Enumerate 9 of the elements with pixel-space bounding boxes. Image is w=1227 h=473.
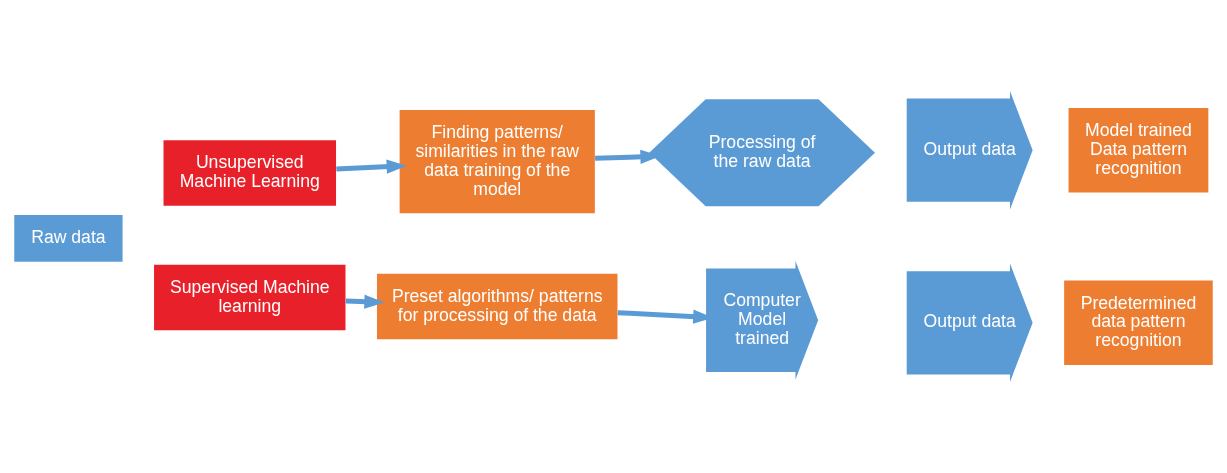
node-box: Predetermined data pattern recognition (1064, 280, 1213, 365)
arrow (336, 159, 407, 174)
node-box: Model trained Data pattern recognition (1068, 108, 1209, 193)
arrow (345, 294, 385, 309)
node-box: Preset algorithms/ patterns for processing of the data (376, 273, 618, 340)
node-box: Unsupervised Machine Learning (163, 140, 337, 206)
node-box: Supervised Machine learning (154, 264, 346, 331)
node-box: Finding patterns/ similarities in the raw data training of the model (399, 109, 595, 214)
node-box: Raw data (14, 215, 123, 262)
